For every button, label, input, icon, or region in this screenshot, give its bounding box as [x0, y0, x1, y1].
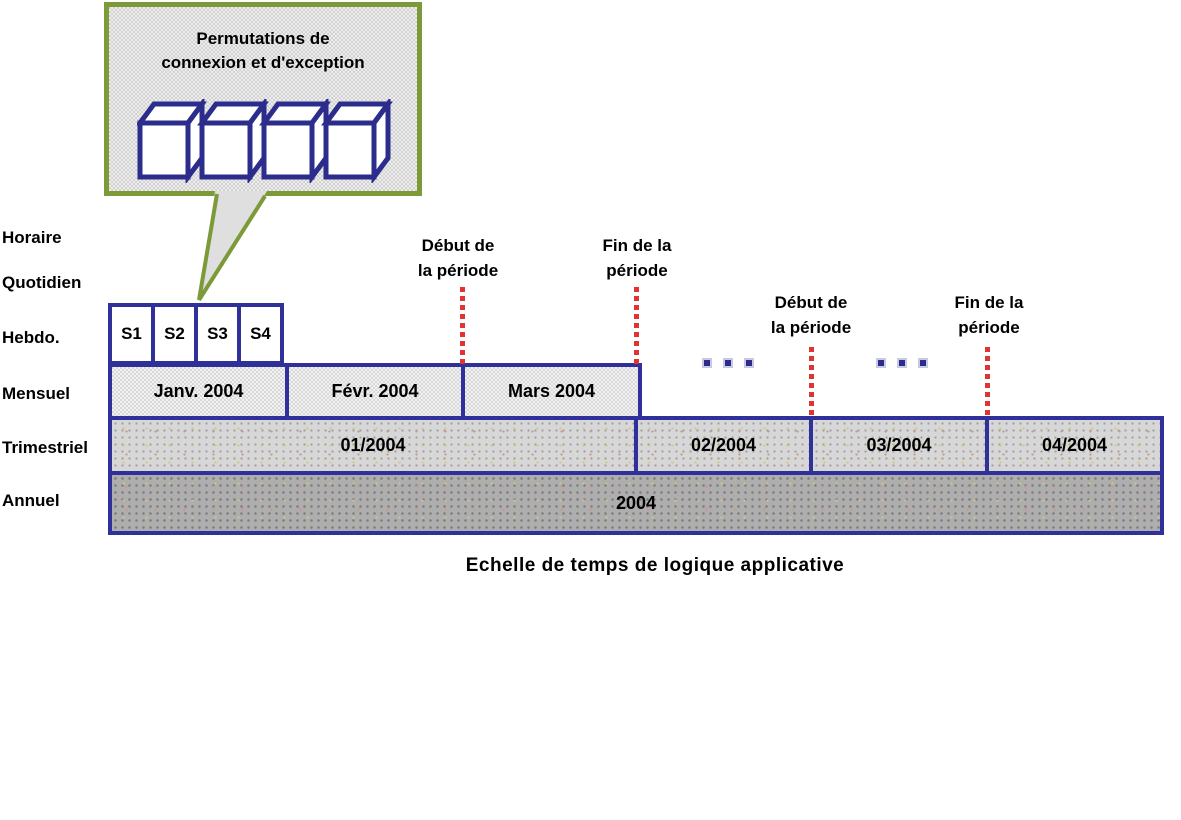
ellipsis-dots-left	[702, 358, 754, 368]
label-line: période	[606, 261, 668, 280]
callout-pointer	[197, 191, 267, 302]
callout-permutations: Permutations de connexion et d'exception	[104, 2, 422, 196]
year-row: 2004	[108, 471, 1164, 535]
ellipsis-dots-right	[876, 358, 928, 368]
row-label-horaire: Horaire	[2, 228, 62, 247]
week-row: S1 S2 S3 S4	[108, 303, 284, 365]
month-cell-janv: Janv. 2004	[108, 363, 289, 420]
quarter-cell-q1: 01/2004	[108, 416, 638, 475]
period-start-line-quarter	[809, 347, 814, 417]
quarter-cell-q2: 02/2004	[634, 416, 813, 475]
week-cell-s3: S3	[194, 303, 241, 365]
label-line: Fin de la	[954, 293, 1024, 312]
period-end-line-quarter	[985, 347, 990, 417]
month-row: Janv. 2004 Févr. 2004 Mars 2004	[108, 363, 642, 420]
label-fin-periode-quarter: Fin de la période	[924, 290, 1054, 340]
label-fin-periode-month: Fin de la période	[572, 233, 702, 283]
dot-icon	[876, 358, 886, 368]
diagram-caption: Echelle de temps de logique applicative	[465, 555, 845, 576]
month-cell-fevr: Févr. 2004	[285, 363, 465, 420]
label-line: la période	[417, 261, 499, 280]
row-label-annuel: Annuel	[2, 491, 60, 510]
year-cell-2004: 2004	[108, 471, 1164, 535]
week-cell-s2: S2	[151, 303, 198, 365]
dot-icon	[744, 358, 754, 368]
quarter-cell-q3: 03/2004	[809, 416, 989, 475]
label-debut-periode-quarter: Début de la période	[746, 290, 876, 340]
label-debut-periode-month: Début de la période	[393, 233, 523, 283]
label-line: Fin de la	[602, 236, 672, 255]
period-end-line-month	[634, 287, 639, 364]
row-label-trimestriel: Trimestriel	[2, 438, 88, 457]
callout-text-line1: Permutations de	[196, 29, 330, 48]
period-start-line-month	[460, 287, 465, 364]
label-line: période	[958, 318, 1020, 337]
dot-icon	[897, 358, 907, 368]
dot-icon	[723, 358, 733, 368]
label-line: Début de	[774, 293, 848, 312]
row-label-quotidien: Quotidien	[2, 273, 82, 292]
dot-icon	[918, 358, 928, 368]
cubes-icon	[135, 96, 395, 185]
label-line: la période	[770, 318, 852, 337]
month-cell-mars: Mars 2004	[461, 363, 642, 420]
callout-text: Permutations de connexion et d'exception	[109, 27, 417, 75]
row-label-mensuel: Mensuel	[2, 384, 71, 403]
quarter-row: 01/2004 02/2004 03/2004 04/2004	[108, 416, 1164, 475]
week-cell-s1: S1	[108, 303, 155, 365]
callout-text-line2: connexion et d'exception	[161, 53, 365, 72]
label-line: Début de	[421, 236, 495, 255]
quarter-cell-q4: 04/2004	[985, 416, 1164, 475]
week-cell-s4: S4	[237, 303, 284, 365]
dot-icon	[702, 358, 712, 368]
row-label-hebdo: Hebdo.	[2, 328, 60, 347]
